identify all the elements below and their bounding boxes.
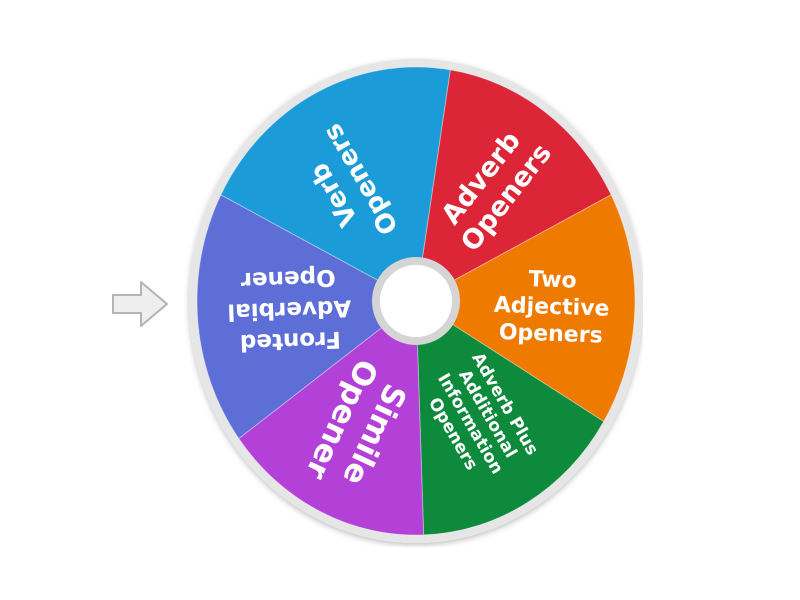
- wheel-segment: [220, 66, 451, 302]
- segment-label-line: Adjective: [493, 293, 609, 322]
- pointer-arrow-icon: [112, 281, 168, 327]
- segment-label-line: Two: [528, 267, 577, 294]
- segment-label-line: Opener: [240, 264, 336, 293]
- wheel-segment: [415, 300, 605, 536]
- wheel-center-hub[interactable]: [372, 257, 460, 345]
- segment-label: TwoAdjectiveOpeners: [493, 266, 611, 349]
- pointer-arrow-shape: [112, 281, 168, 327]
- segment-label-line: Openers: [498, 320, 603, 349]
- wheel-segment: [415, 194, 636, 423]
- wheel-segments: [196, 66, 636, 536]
- segment-label-line: Fronted: [240, 326, 342, 356]
- wheel-segment: [415, 69, 612, 302]
- segment-label-line: Adverbial: [227, 294, 352, 324]
- wheel-segment: [238, 300, 425, 536]
- wheel-segment: [196, 194, 417, 440]
- segment-label: FrontedAdverbialOpener: [226, 263, 353, 355]
